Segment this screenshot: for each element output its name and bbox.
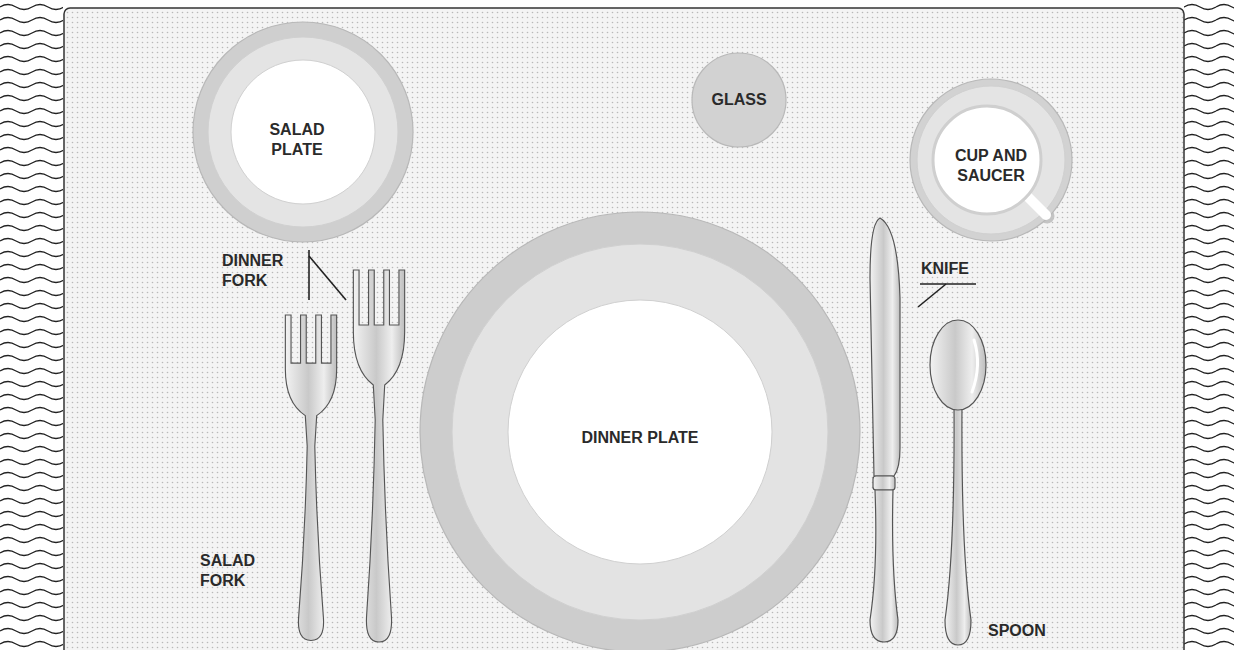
plate-ring: [420, 212, 860, 650]
placemat: [64, 8, 1184, 650]
plate-ring: [193, 22, 413, 242]
dinner-fork: [353, 270, 404, 642]
spoon-bowl: [930, 320, 986, 410]
plate-ring: [452, 244, 828, 620]
salad-fork: [285, 315, 336, 641]
node-label: SALAD PLATE: [247, 120, 347, 160]
cup: [933, 106, 1041, 214]
node-label: CUP AND SAUCER: [941, 146, 1041, 186]
spoon-highlight: [972, 340, 978, 392]
plate-ring: [910, 79, 1072, 241]
fringe: [0, 0, 63, 650]
spoon: [930, 320, 986, 645]
plate-ring: [692, 53, 786, 147]
fringe: [1184, 0, 1234, 650]
cup-and-saucer: CUP AND SAUCER: [910, 79, 1072, 241]
plate-ring: [917, 86, 1065, 234]
knife-bolster: [873, 476, 895, 490]
node-label-group: CUP AND SAUCER: [941, 146, 1041, 186]
knife-handle: [870, 490, 898, 642]
part-label: KNIFE: [921, 259, 991, 279]
leader-line: [918, 284, 946, 307]
plate-ring: [208, 37, 398, 227]
glass: GLASS: [692, 53, 786, 147]
part-label: SALAD FORK: [200, 551, 266, 591]
knife: [870, 218, 900, 642]
spoon-handle: [945, 405, 971, 645]
node-label-group: GLASS: [694, 90, 784, 110]
node-label: DINNER PLATE: [530, 428, 750, 448]
dinner-plate: DINNER PLATE: [420, 212, 860, 650]
node-label: GLASS: [694, 90, 784, 110]
plate-ring: [508, 300, 772, 564]
part-label: SPOON: [988, 621, 1068, 641]
salad-plate: SALAD PLATE: [193, 22, 413, 242]
leader-line: [920, 283, 976, 285]
leader-line: [309, 256, 346, 300]
node-label-group: DINNER PLATE: [530, 428, 750, 448]
part-label: DINNER FORK: [222, 251, 282, 291]
knife-blade: [870, 218, 900, 476]
plate-ring: [231, 60, 375, 204]
node-label-group: SALAD PLATE: [247, 120, 347, 160]
